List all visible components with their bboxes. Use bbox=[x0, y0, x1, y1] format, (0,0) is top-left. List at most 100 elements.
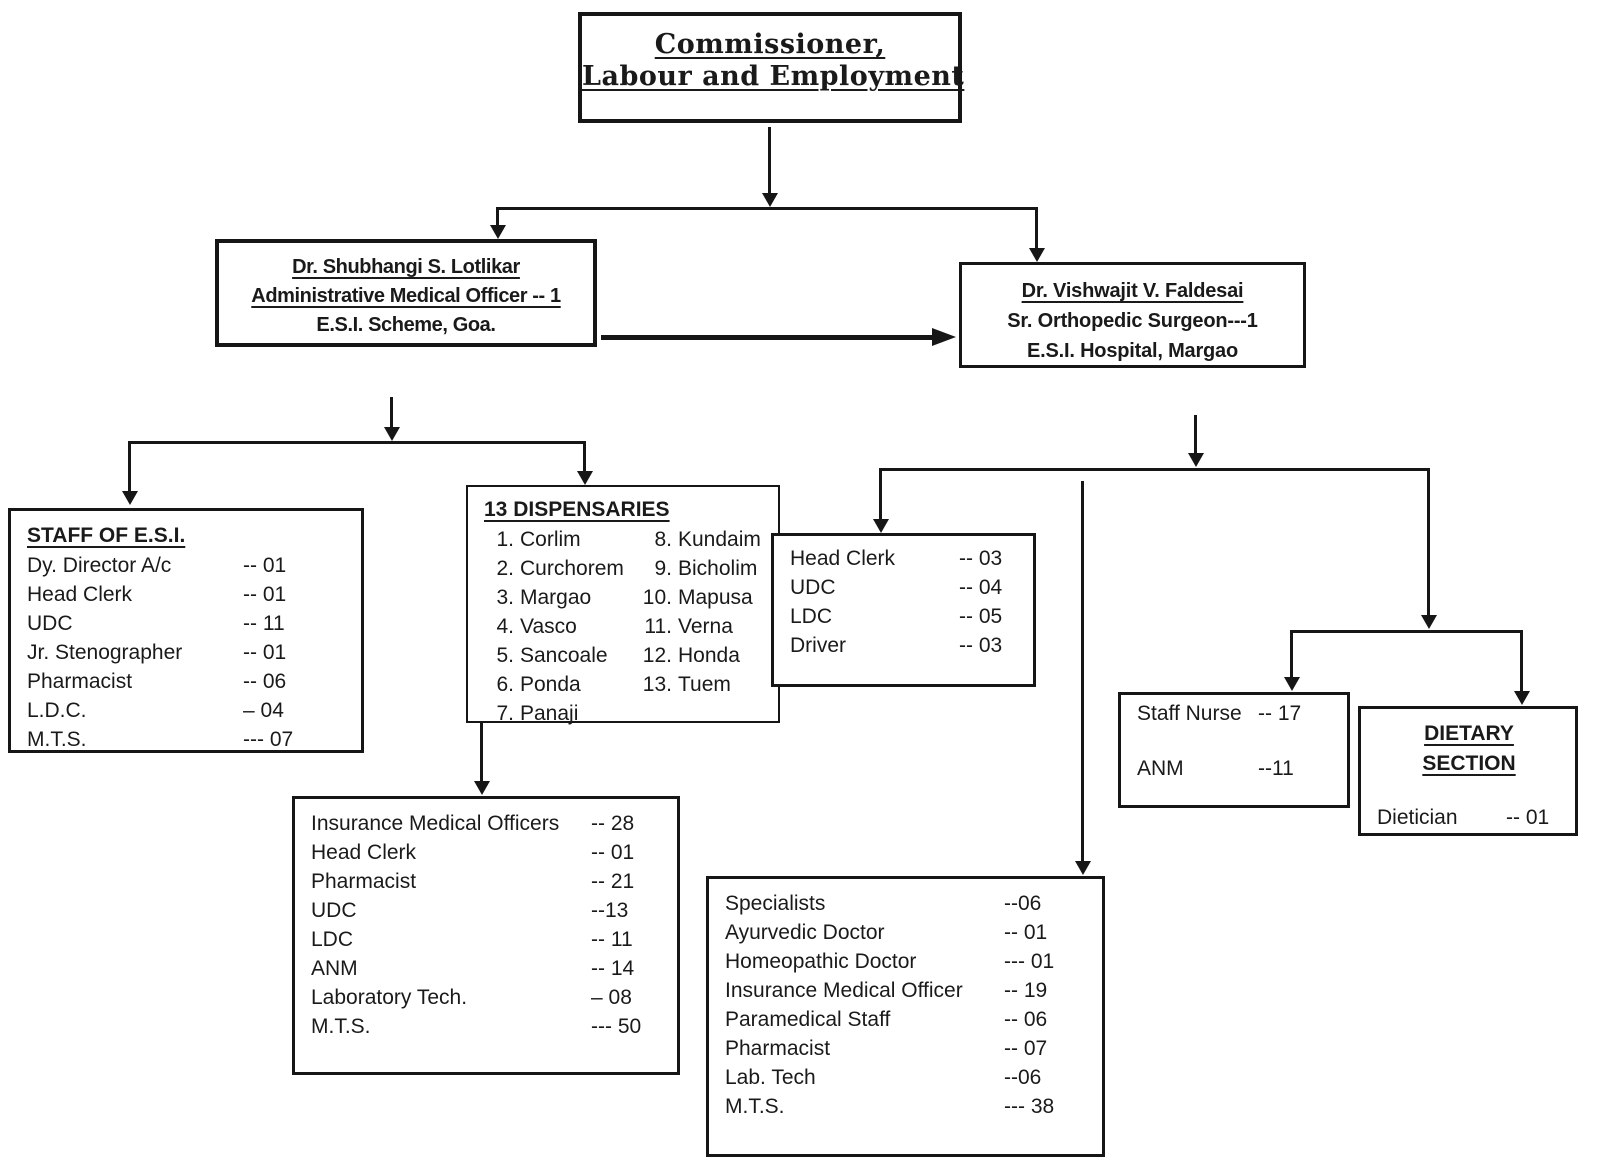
connector-surgeon-stem bbox=[1194, 415, 1197, 453]
dietary-section-title: DIETARY SECTION bbox=[1422, 722, 1516, 775]
connector-surgeon-split bbox=[880, 468, 1430, 471]
role-count: -- 03 bbox=[959, 634, 1003, 657]
role-count: -- 28 bbox=[591, 812, 635, 835]
list-item: 5.Sancoale bbox=[484, 641, 642, 670]
connector-amo-split bbox=[129, 441, 585, 444]
list-item: 8. Kundaim bbox=[642, 525, 761, 554]
surgeon-title: Sr. Orthopedic Surgeon---1 bbox=[1007, 310, 1258, 332]
item-name: Bicholim bbox=[678, 557, 758, 580]
table-row: Pharmacist -- 07 bbox=[725, 1034, 1088, 1063]
arrow-down-icon bbox=[1514, 691, 1530, 705]
table-row: Laboratory Tech.– 08 bbox=[311, 983, 663, 1012]
role-count: -- 17 bbox=[1258, 702, 1302, 725]
role-count: -- 01 bbox=[243, 554, 287, 577]
admin-medical-officer-box: Dr. Shubhangi S. Lotlikar Administrative… bbox=[215, 239, 597, 347]
table-row: Jr. Stenographer-- 01 bbox=[27, 638, 347, 667]
arrow-down-icon bbox=[1075, 861, 1091, 875]
role-count: – 04 bbox=[243, 699, 284, 722]
item-name: Tuem bbox=[678, 673, 731, 696]
list-item: 11.Verna bbox=[642, 612, 761, 641]
role-count: -- 06 bbox=[1004, 1008, 1048, 1031]
table-row: UDC--13 bbox=[311, 896, 663, 925]
table-row: Specialists--06 bbox=[725, 889, 1088, 918]
item-name: Ponda bbox=[520, 673, 581, 696]
role-label: M.T.S. bbox=[311, 1015, 371, 1038]
connector-amo-stem bbox=[390, 397, 393, 427]
table-row: UDC-- 11 bbox=[27, 609, 347, 638]
role-label: Head Clerk bbox=[790, 547, 896, 570]
role-label: ANM bbox=[1137, 757, 1184, 780]
role-label: M.T.S. bbox=[725, 1095, 785, 1118]
table-row: Insurance Medical Officer-- 19 bbox=[725, 976, 1088, 1005]
table-row: Pharmacist -- 21 bbox=[311, 867, 663, 896]
connector-drop-amo bbox=[496, 207, 499, 226]
role-count: -- 21 bbox=[591, 870, 635, 893]
role-count: -- 01 bbox=[1004, 921, 1048, 944]
item-name: Mapusa bbox=[678, 586, 753, 609]
role-label: Dy. Director A/c bbox=[27, 554, 172, 577]
table-row: ANM-- 14 bbox=[311, 954, 663, 983]
staff-of-esi-title: STAFF OF E.S.I. bbox=[27, 524, 186, 547]
table-row: M.T.S.--- 38 bbox=[725, 1092, 1088, 1121]
item-number: 1. bbox=[496, 528, 514, 551]
dispensaries-box: 13 DISPENSARIES 1.Corlim 2.Curchorem 3.M… bbox=[466, 485, 780, 725]
table-row: UDC-- 04 bbox=[790, 573, 1019, 602]
list-item: 4.Vasco bbox=[484, 612, 642, 641]
role-label: UDC bbox=[790, 576, 836, 599]
role-count: -- 06 bbox=[243, 670, 287, 693]
arrow-down-icon bbox=[1421, 615, 1437, 629]
list-item: 2.Curchorem bbox=[484, 554, 642, 583]
item-name: Kundaim bbox=[678, 528, 761, 551]
role-count: -- 11 bbox=[243, 612, 285, 635]
arrow-down-icon bbox=[1284, 677, 1300, 691]
item-number: 6. bbox=[496, 673, 514, 696]
item-number: 12. bbox=[642, 644, 672, 667]
dispensaries-col2: 8.Kundaim 9.Bicholim 10.Mapusa 11.Verna … bbox=[642, 525, 761, 728]
dispensary-staff-box: Insurance Medical Officers-- 28 Head Cle… bbox=[292, 796, 680, 1075]
arrow-down-icon bbox=[474, 781, 490, 795]
role-count: --- 50 bbox=[591, 1015, 642, 1038]
table-row: Pharmacist-- 06 bbox=[27, 667, 347, 696]
item-name: Verna bbox=[678, 615, 733, 638]
list-item: 7.Panaji bbox=[484, 699, 642, 728]
role-count: -- 01 bbox=[591, 841, 635, 864]
role-count: --11 bbox=[1258, 757, 1294, 780]
arrow-down-icon bbox=[577, 471, 593, 485]
role-label: ANM bbox=[311, 957, 358, 980]
table-row: Head Clerk-- 01 bbox=[311, 838, 663, 867]
amo-org: E.S.I. Scheme, Goa. bbox=[316, 314, 496, 336]
role-label: Jr. Stenographer bbox=[27, 641, 183, 664]
table-row: Homeopathic Doctor--- 01 bbox=[725, 947, 1088, 976]
item-name: Vasco bbox=[520, 615, 577, 638]
item-number: 13. bbox=[642, 673, 672, 696]
role-label: Driver bbox=[790, 634, 846, 657]
connector-dispensaries-staff bbox=[480, 723, 483, 781]
role-count: -- 05 bbox=[959, 605, 1003, 628]
role-label: L.D.C. bbox=[27, 699, 87, 722]
amo-title: Administrative Medical Officer -- 1 bbox=[251, 285, 561, 307]
role-count: – 08 bbox=[591, 986, 632, 1009]
arrow-down-icon bbox=[122, 491, 138, 505]
role-count: --06 bbox=[1004, 892, 1042, 915]
table-row: L.D.C. – 04 bbox=[27, 696, 347, 725]
list-item: 10. Mapusa bbox=[642, 583, 761, 612]
arrow-down-icon bbox=[1029, 248, 1045, 262]
item-number: 9. bbox=[654, 557, 672, 580]
connector-drop-dietary bbox=[1520, 630, 1523, 691]
arrow-right-icon bbox=[932, 328, 956, 346]
table-row: ANM --11 bbox=[1137, 754, 1333, 783]
item-number: 7. bbox=[496, 702, 514, 725]
amo-name: Dr. Shubhangi S. Lotlikar bbox=[292, 256, 520, 278]
role-label: Pharmacist bbox=[725, 1037, 831, 1060]
role-count: -- 07 bbox=[1004, 1037, 1048, 1060]
connector-drop-nursing bbox=[1290, 630, 1293, 677]
item-name: Honda bbox=[678, 644, 740, 667]
item-number: 10. bbox=[642, 586, 672, 609]
commissioner-line1: Commissioner, bbox=[654, 29, 886, 60]
role-label: Lab. Tech bbox=[725, 1066, 816, 1089]
arrow-down-icon bbox=[490, 225, 506, 239]
item-number: 8. bbox=[654, 528, 672, 551]
role-label: Pharmacist bbox=[311, 870, 417, 893]
item-name: Corlim bbox=[520, 528, 581, 551]
list-item: 12. Honda bbox=[642, 641, 761, 670]
